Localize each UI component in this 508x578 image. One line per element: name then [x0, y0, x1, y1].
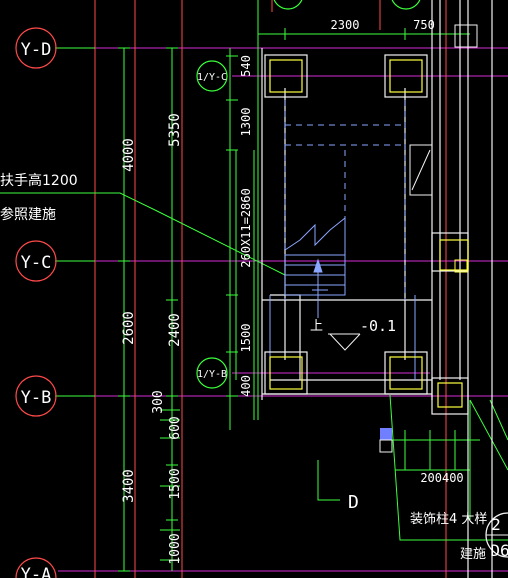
column-top-right: [384, 54, 428, 98]
axis-bubble-y-d: Y-D: [15, 27, 57, 69]
dim-3400: 3400: [121, 469, 137, 503]
wall-outlines: [261, 0, 493, 578]
callout-letter: D6: [490, 541, 508, 560]
axis-bubble-y-b: Y-B: [15, 375, 57, 417]
dim-600: 600: [168, 416, 183, 439]
column-top-left: [264, 54, 308, 98]
dim-540: 540: [239, 55, 253, 77]
dim-1500-a: 1500: [239, 324, 253, 353]
column-bottom-right: [384, 351, 428, 395]
callout-number: 2: [491, 515, 501, 534]
dim-2400: 2400: [167, 313, 183, 347]
dim-4000: 4000: [121, 138, 137, 172]
dim-1000: 1000: [168, 533, 183, 564]
column-right-low: [431, 377, 469, 415]
dimension-texts: 2300 750 4000 5350 540 1300 260X11=2860 …: [121, 18, 464, 565]
dim-1500-b: 1500: [168, 468, 183, 499]
axis-label-y-b: Y-B: [21, 388, 52, 408]
handrail-note: 扶手高1200: [0, 172, 78, 189]
axis-label-1yb: 1/Y-B: [197, 369, 227, 380]
dim-1300: 1300: [239, 108, 253, 137]
axis-bubble-1yc: 1/Y-C: [196, 60, 228, 92]
dim-400-a: 400: [239, 375, 253, 397]
axis-label-y-c: Y-C: [21, 253, 52, 273]
axis-label-y-a: Y-A: [21, 565, 52, 578]
dim-2600: 2600: [121, 311, 137, 345]
axis-bubble-top-partial: [273, 0, 421, 10]
ref-arch-note: 参照建施: [0, 206, 56, 223]
axis-label-y-d: Y-D: [21, 40, 52, 60]
dim-200400: 200400: [420, 471, 463, 485]
level-value: -0.1: [360, 317, 396, 335]
red-vertical-lines: [94, 0, 447, 578]
deco-column-note: 装饰柱4 大样: [410, 512, 487, 527]
detail-callout-bubble: 2 D6: [485, 512, 508, 560]
axis-bubbles: Y-D Y-C Y-B Y-A 1/Y-C 1/Y-B 2: [15, 0, 508, 578]
stair-lines: [269, 100, 416, 380]
dim-260x11: 260X11=2860: [239, 188, 253, 267]
axis-label-1yc: 1/Y-C: [197, 72, 227, 83]
columns: [264, 24, 478, 415]
axis-bubble-y-c: Y-C: [15, 240, 57, 282]
column-right-mid: [431, 232, 469, 273]
level-symbol: [328, 333, 361, 351]
dim-750: 750: [413, 18, 435, 32]
axis-bubble-y-a: Y-A: [15, 557, 57, 578]
column-top-far-right: [454, 24, 478, 48]
section-letter-d: D: [348, 492, 359, 513]
jianshi-note: 建施: [460, 547, 486, 562]
dim-300: 300: [151, 390, 166, 413]
column-bottom-left: [264, 351, 308, 395]
annotation-texts: 扶手高1200 参照建施 上 -0.1 D 装饰柱4 大样 建施: [0, 172, 487, 562]
blue-marker-outline: [379, 439, 393, 453]
blue-marker: [380, 428, 392, 440]
up-label: 上: [310, 319, 323, 334]
dim-2300: 2300: [331, 18, 360, 32]
axis-bubble-1yb: 1/Y-B: [196, 357, 228, 389]
window-symbol: [409, 144, 433, 196]
dim-5350: 5350: [167, 113, 183, 147]
